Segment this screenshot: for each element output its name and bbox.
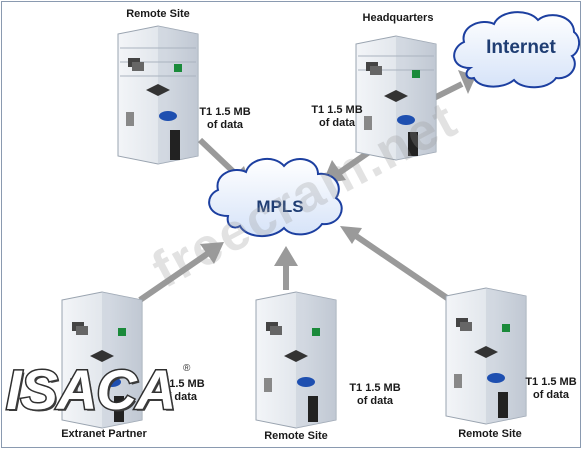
- label-remote-site-bottom-right: Remote Site: [458, 428, 522, 440]
- label-remote-site-bottom-mid: Remote Site: [264, 430, 328, 442]
- label-extranet-partner: Extranet Partner: [61, 428, 147, 440]
- registered-mark: ®: [183, 363, 191, 374]
- arrow-extranet-to-mpls: [138, 242, 224, 303]
- link-speed: T1 1.5 MB: [525, 376, 577, 388]
- link-note: of data: [532, 389, 570, 401]
- link-label-remote-bottom-mid: T1 1.5 MB of data: [338, 382, 412, 408]
- internet-cloud: [453, 11, 580, 89]
- building-remote-bottom-mid: [255, 291, 337, 429]
- link-note: of data: [206, 119, 244, 131]
- link-speed: T1 1.5 MB: [153, 378, 205, 390]
- label-remote-site-top: Remote Site: [126, 8, 190, 20]
- label-headquarters: Headquarters: [362, 12, 434, 24]
- mpls-cloud: [208, 157, 343, 237]
- link-label-extranet: T1 1.5 MB of data: [142, 378, 216, 404]
- building-extranet: [61, 291, 143, 429]
- link-label-headquarters: T1 1.5 MB of data: [300, 104, 374, 130]
- link-note: of data: [160, 391, 198, 403]
- isaca-logo: ISACA: [5, 358, 178, 421]
- link-label-remote-bottom-right: T1 1.5 MB of data: [520, 376, 582, 402]
- link-speed: T1 1.5 MB: [199, 106, 251, 118]
- mpls-label: MPLS: [256, 197, 304, 216]
- link-speed: T1 1.5 MB: [311, 104, 363, 116]
- link-note: of data: [318, 117, 356, 129]
- building-headquarters: [355, 35, 437, 161]
- link-speed: T1 1.5 MB: [349, 382, 401, 394]
- building-remote-bottom-right: [445, 287, 527, 425]
- building-remote-top: [117, 25, 199, 165]
- arrow-remote-mid-to-mpls: [274, 246, 298, 290]
- internet-label: Internet: [486, 37, 556, 58]
- arrow-remote-right-to-mpls: [340, 226, 452, 303]
- link-note: of data: [356, 395, 394, 407]
- link-label-remote-top: T1 1.5 MB of data: [188, 106, 262, 132]
